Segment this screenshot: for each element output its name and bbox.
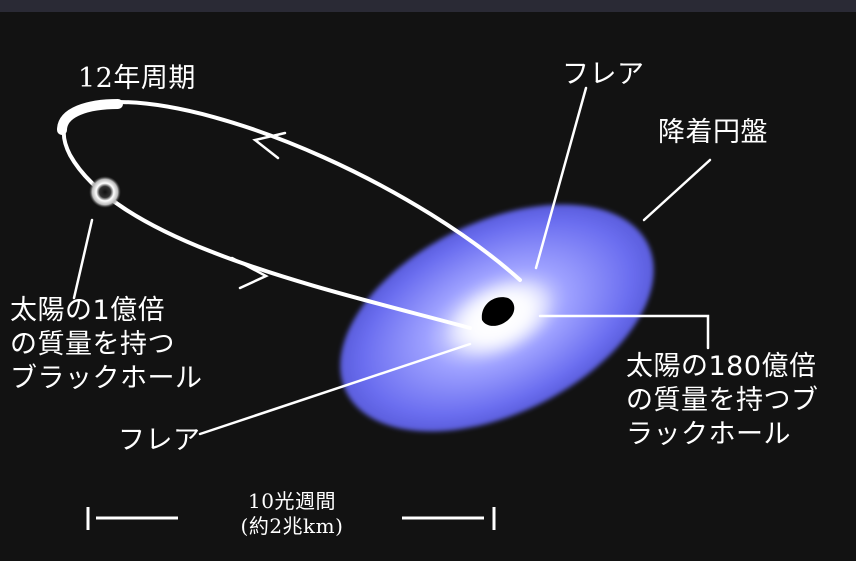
scale-label: 10光週間 (約2兆km) <box>212 489 372 539</box>
orbit-path <box>57 99 522 330</box>
scale-label-km: (約2兆km) <box>240 514 344 538</box>
period-label: 12年周期 <box>78 63 196 94</box>
small-black-hole <box>89 176 121 208</box>
flare-top-leader-line <box>534 86 588 270</box>
accretion-disk-label: 降着円盤 <box>658 117 768 148</box>
big-bh-label-line-3: ラックホール <box>626 419 791 450</box>
scale-label-distance: 10光週間 <box>248 489 336 513</box>
flare-bottom-label: フレア <box>118 425 201 456</box>
big-bh-label-line-1: 太陽の180億倍 <box>626 351 817 382</box>
orbit-direction-arrow-top <box>252 131 287 160</box>
flare-bottom-leader-line <box>198 342 472 436</box>
disk-leader-line <box>642 158 712 222</box>
small-bh-label-line-2: の質量を持つ <box>10 329 175 360</box>
small-bh-label-line-1: 太陽の1億倍 <box>10 295 166 326</box>
large-black-hole-label: 太陽の180億倍 の質量を持つブ ラックホール <box>626 350 819 452</box>
big-bh-label-line-2: の質量を持つブ <box>626 385 819 416</box>
small-bh-label-line-3: ブラックホール <box>10 363 203 394</box>
starfield-strip <box>0 0 856 12</box>
large-black-hole <box>481 297 515 326</box>
small-bh-leader-line <box>72 218 94 300</box>
small-black-hole-label: 太陽の1億倍 の質量を持つ ブラックホール <box>10 294 203 396</box>
scale-bar <box>86 507 496 530</box>
flare-top-label: フレア <box>562 59 645 90</box>
big-bh-leader-line <box>538 314 710 350</box>
orbit-direction-arrow-bottom <box>230 256 269 290</box>
